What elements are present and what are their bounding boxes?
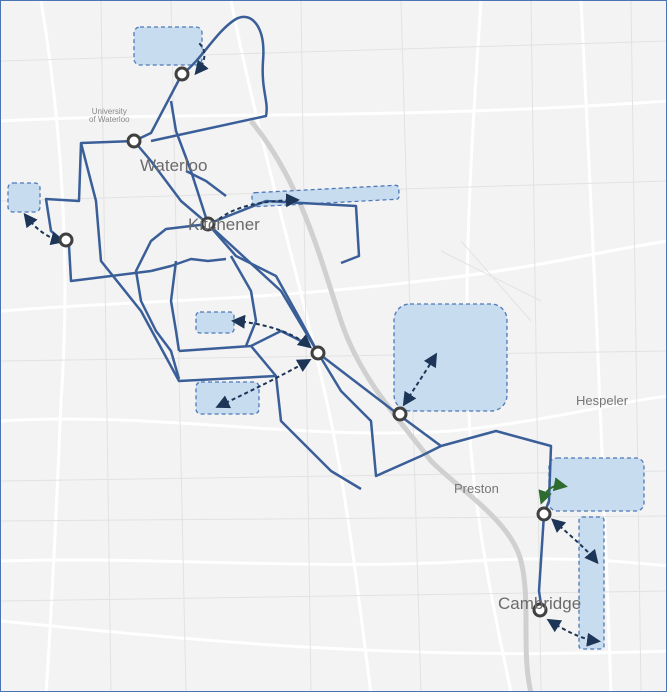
hespeler-label: Hespeler — [576, 393, 629, 408]
university-label: University of Waterloo — [89, 108, 130, 124]
preston-label: Preston — [454, 481, 499, 496]
arrow-north — [194, 42, 209, 76]
arrow-southwest — [215, 359, 312, 409]
station-west — [58, 232, 74, 248]
station-cambridge — [532, 602, 548, 618]
station-east — [392, 406, 408, 422]
grand-river — [249, 119, 534, 691]
arrow-south-kitchener — [231, 314, 313, 349]
arrow-kitchener — [218, 193, 300, 220]
waterloo-label: Waterloo — [140, 156, 208, 175]
zone-southwest — [195, 381, 260, 415]
kitchener-label: Kitchener — [188, 215, 260, 234]
access-arrows — [23, 42, 601, 647]
arrow-hespeler — [538, 477, 568, 505]
station-north-waterloo — [174, 66, 190, 82]
zone-hespeler — [548, 457, 645, 512]
zone-west — [7, 182, 41, 213]
zone-north-waterloo — [133, 26, 203, 66]
university-label-line2: of Waterloo — [89, 115, 130, 124]
station-kitchener — [200, 216, 216, 232]
zone-cambridge-strip — [578, 516, 605, 650]
station-preston — [536, 506, 552, 522]
cambridge-label: Cambridge — [498, 594, 582, 613]
zone-south-kitchener — [195, 311, 235, 334]
arrow-west — [23, 212, 65, 246]
station-university — [126, 133, 142, 149]
university-label-line1: University — [91, 107, 127, 116]
arrow-cambridge-strip-top — [551, 518, 599, 565]
arrow-east-large — [402, 352, 438, 407]
stations — [58, 66, 552, 618]
station-south-kitchener — [310, 345, 326, 361]
